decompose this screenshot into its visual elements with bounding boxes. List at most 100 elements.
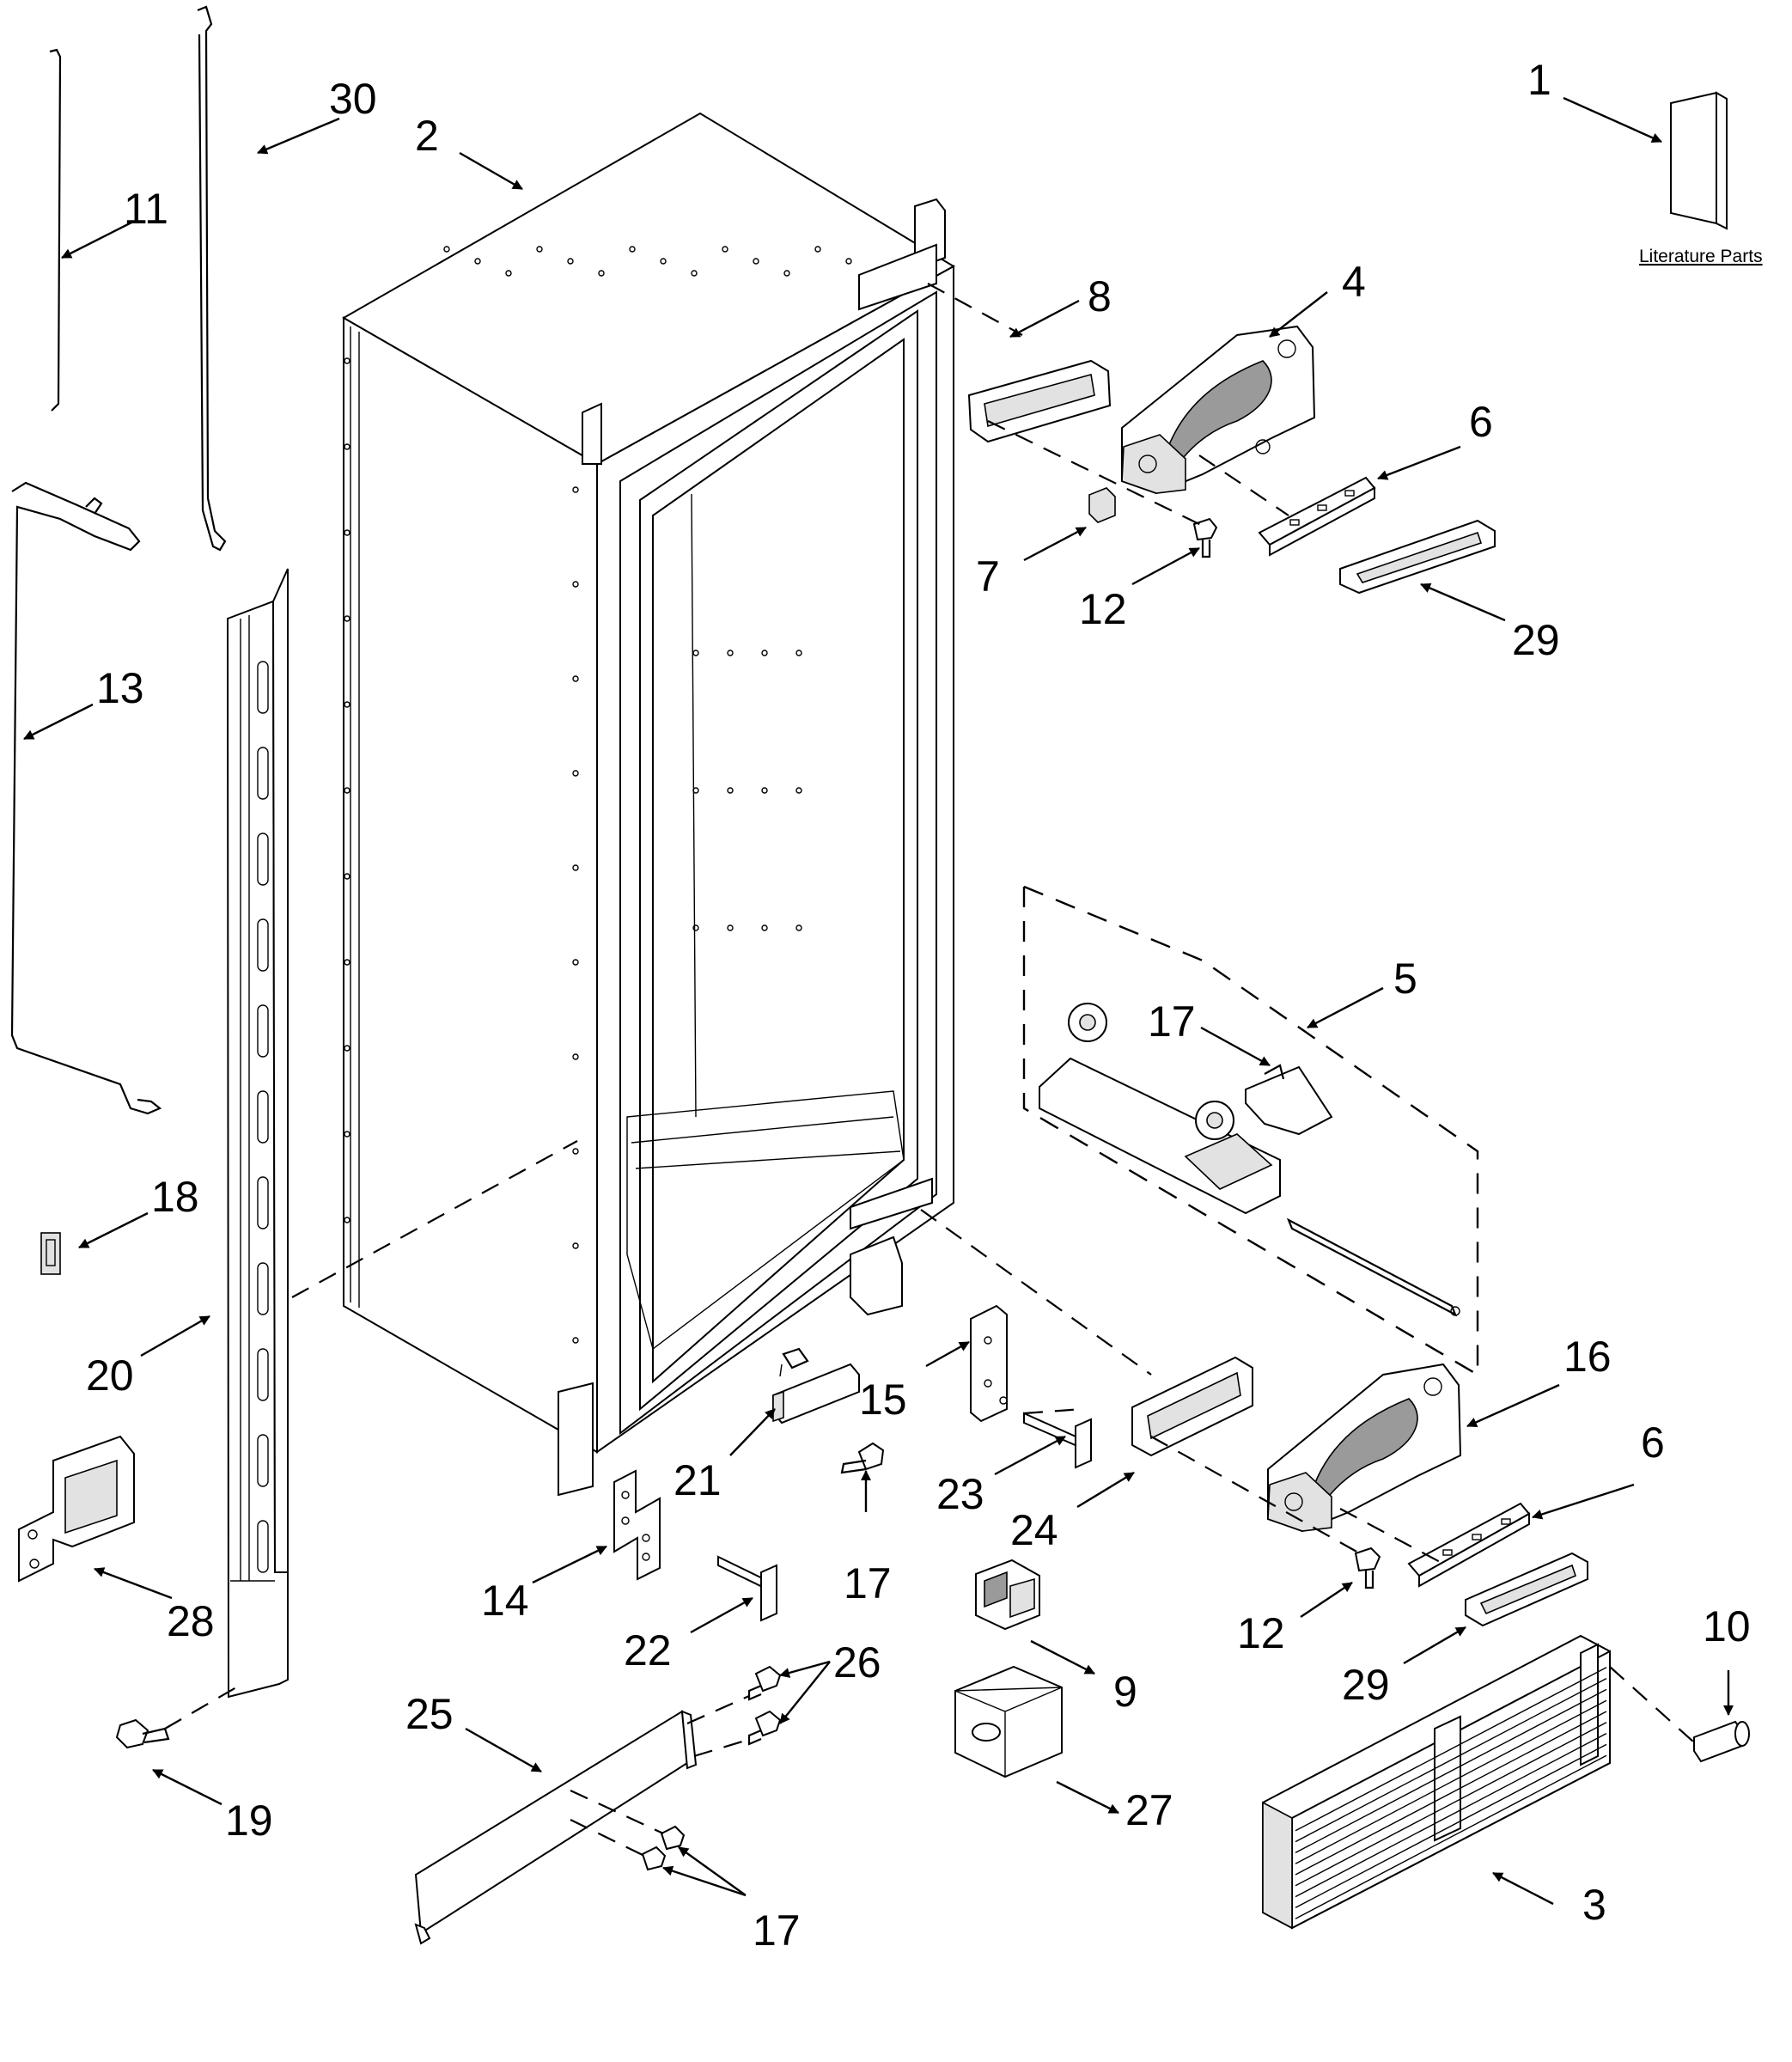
- part-4-upper-hinge: [1121, 325, 1316, 495]
- cabinet-dot: [692, 650, 699, 656]
- callout-4: 4: [1342, 258, 1366, 306]
- callout-24: 24: [1010, 1506, 1058, 1554]
- part-29-upper-handle: [1339, 519, 1496, 595]
- part-17-lower-screws: [641, 1825, 686, 1871]
- callout-2: 2: [415, 112, 439, 160]
- callout-6b: 6: [1641, 1418, 1665, 1467]
- callout-23: 23: [936, 1470, 984, 1518]
- rail-slot: [257, 1090, 269, 1144]
- cabinet-dot: [660, 258, 667, 265]
- callout-27: 27: [1125, 1786, 1173, 1834]
- part-18-clip: [40, 1232, 61, 1275]
- part-12-lower-screw: [1354, 1546, 1381, 1589]
- cabinet-dot: [727, 787, 734, 794]
- cabinet-dot: [572, 1053, 579, 1060]
- grille-slat: [1295, 1677, 1607, 1843]
- cabinet-dot: [783, 270, 790, 277]
- part-29-lower-handle: [1465, 1552, 1588, 1627]
- callout-12a: 12: [1079, 585, 1127, 633]
- guide-lines: [164, 283, 1695, 1857]
- cabinet-dot: [572, 1242, 579, 1249]
- part-15-bracket: [970, 1304, 1008, 1423]
- cabinet-dot: [814, 246, 821, 253]
- grille-slat: [1295, 1722, 1607, 1887]
- callout-21: 21: [674, 1456, 722, 1504]
- part-5-hinge-kit: [1022, 885, 1479, 1376]
- cabinet-dot: [344, 1131, 350, 1138]
- part-20-side-rail: [226, 568, 289, 1699]
- callout-15: 15: [859, 1376, 907, 1424]
- cabinet-dot: [344, 615, 350, 622]
- part-3-grille-slats: [1295, 1667, 1607, 1919]
- rail-slot: [257, 661, 269, 714]
- callout-17a: 17: [1148, 997, 1196, 1046]
- cabinet-dot: [692, 924, 699, 931]
- callout-5: 5: [1393, 955, 1417, 1003]
- callout-labels: 1 2 3 4 5 6 6 7 8 9 10 11 12 12 13 14 15…: [86, 56, 1751, 1955]
- cabinet-dot: [692, 787, 699, 794]
- cabinet-dot: [344, 357, 350, 364]
- callout-16: 16: [1563, 1333, 1612, 1381]
- cabinet-dot: [795, 924, 802, 931]
- callout-13: 13: [96, 664, 144, 712]
- part-12-upper-screw: [1192, 517, 1218, 558]
- cabinet-dot: [344, 1217, 350, 1223]
- grille-slat: [1295, 1688, 1607, 1854]
- part-26-screws: [747, 1665, 782, 1746]
- part-6-upper-plate: [1258, 476, 1376, 557]
- cabinet-dot: [795, 650, 802, 656]
- callout-18: 18: [151, 1173, 199, 1221]
- cabinet-dot: [572, 1148, 579, 1155]
- rail-slot: [257, 747, 269, 800]
- rail-slot: [257, 1176, 269, 1229]
- part-20-slots: [257, 661, 269, 1573]
- cabinet-dot: [572, 581, 579, 588]
- rail-slot: [257, 1348, 269, 1401]
- part-17-mid-screw: [840, 1442, 885, 1474]
- callout-22: 22: [624, 1626, 672, 1675]
- cabinet-dot: [344, 443, 350, 450]
- grille-slat: [1295, 1667, 1607, 1832]
- part-25-toe-panel: [414, 1710, 698, 1945]
- callout-28: 28: [167, 1597, 215, 1645]
- rail-slot: [257, 1262, 269, 1315]
- callout-20: 20: [86, 1351, 134, 1400]
- cabinet-dot: [761, 924, 768, 931]
- callout-26: 26: [833, 1638, 881, 1687]
- part-2-cabinet: [341, 112, 955, 1497]
- part-24-lower-hinge-cover: [1131, 1356, 1253, 1457]
- part-10-screw: [1693, 1720, 1750, 1763]
- callout-11: 11: [124, 185, 168, 233]
- part-21-bracket: [772, 1347, 860, 1424]
- cabinet-dot: [344, 701, 350, 708]
- callout-19: 19: [225, 1797, 273, 1845]
- cabinet-dot: [691, 270, 698, 277]
- grille-slat: [1295, 1711, 1607, 1876]
- cabinet-dot: [727, 650, 734, 656]
- callout-25: 25: [405, 1690, 454, 1738]
- callout-7: 7: [976, 552, 1000, 601]
- cabinet-dot: [629, 246, 636, 253]
- cabinet-dot: [845, 258, 852, 265]
- callout-29a: 29: [1512, 616, 1560, 664]
- callout-9: 9: [1113, 1668, 1137, 1716]
- rail-slot: [257, 1004, 269, 1058]
- cabinet-dot: [572, 959, 579, 966]
- part-16-lower-hinge: [1267, 1363, 1462, 1533]
- cabinet-dot: [761, 650, 768, 656]
- literature-label: Literature Parts: [1639, 247, 1763, 266]
- cabinet-dot: [344, 787, 350, 794]
- part-11-wire: [49, 48, 62, 412]
- part-9-switch: [975, 1559, 1040, 1631]
- cabinet-dot: [344, 529, 350, 536]
- cabinet-dot: [344, 959, 350, 966]
- rail-slot: [257, 1434, 269, 1487]
- part-14-lower-bracket: [613, 1469, 661, 1581]
- part-27-box: [954, 1665, 1063, 1778]
- part-7-switch: [1088, 487, 1116, 523]
- grille-slat: [1295, 1743, 1607, 1909]
- literature-parts-booklet: Literature Parts: [1639, 91, 1763, 266]
- cabinet-dot: [795, 787, 802, 794]
- grille-slat: [1295, 1754, 1607, 1919]
- rail-slot: [257, 833, 269, 886]
